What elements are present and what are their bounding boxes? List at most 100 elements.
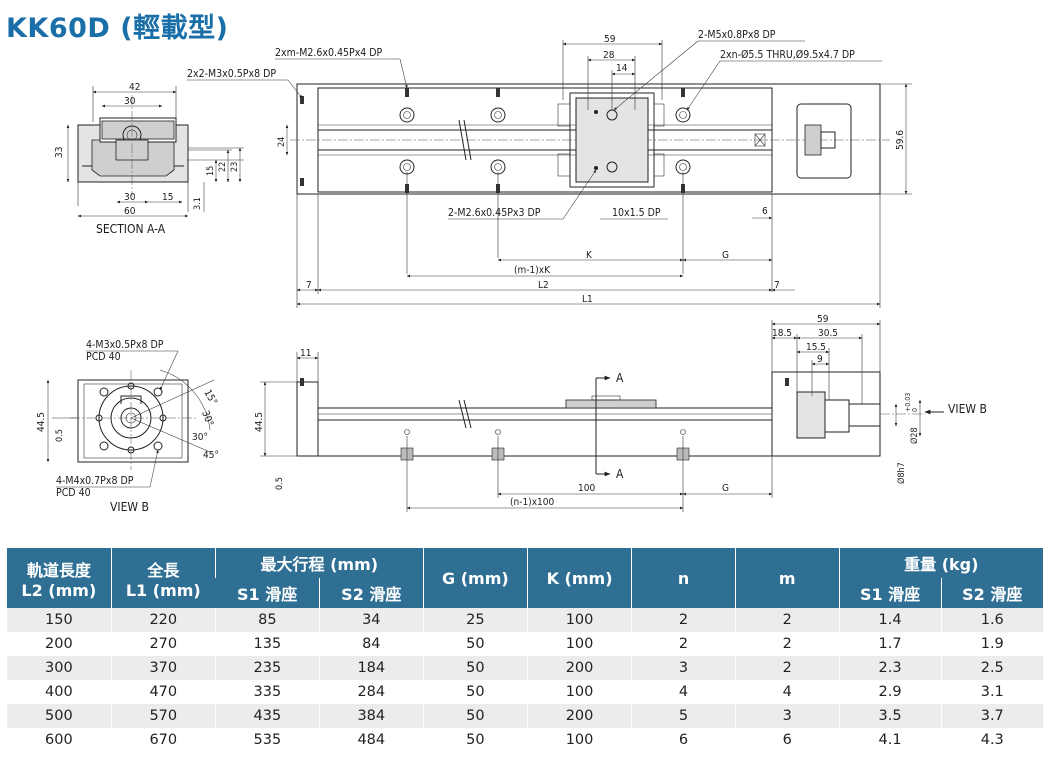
dim-6: 6 <box>762 206 768 217</box>
cell-l2: 300 <box>7 656 112 680</box>
cell-k: 100 <box>526 728 632 752</box>
table-row: 150 220 85 34 25 100 2 2 1.4 1.6 <box>7 608 1043 632</box>
dim-15: 15 <box>206 166 216 176</box>
cell-weight-s1: 4.1 <box>838 728 942 752</box>
callout-m4-view-b: 4-M4x0.7Px8 DP <box>56 475 134 487</box>
dim-14: 14 <box>616 63 628 74</box>
dim-mk: (m-1)xK <box>514 265 551 276</box>
header-stroke-s2: S2 滑座 <box>318 578 424 608</box>
table-body: 150 220 85 34 25 100 2 2 1.4 1.6 200 270… <box>7 608 1043 752</box>
cell-l2: 150 <box>7 608 112 632</box>
cell-g: 50 <box>422 680 528 704</box>
dim-7-left: 7 <box>306 280 312 291</box>
header-stroke-s1: S1 滑座 <box>215 578 320 608</box>
dim-59-side: 59 <box>817 314 829 325</box>
cell-g: 50 <box>422 656 528 680</box>
cell-l2: 600 <box>7 728 112 752</box>
dim-42: 42 <box>129 82 140 93</box>
cell-stroke-s2: 84 <box>318 632 424 656</box>
dim-100: 100 <box>578 483 595 494</box>
dim-44-5-view-b: 44.5 <box>36 412 47 432</box>
dim-24: 24 <box>277 137 287 147</box>
cell-l2: 500 <box>7 704 112 728</box>
cell-m: 3 <box>734 704 840 728</box>
dim-59-top: 59 <box>604 34 616 45</box>
angle-30b: 30° <box>192 432 208 443</box>
cell-n: 6 <box>631 728 736 752</box>
cell-weight-s2: 3.7 <box>940 704 1043 728</box>
view-b: 15° 30° 30° 45° 44.5 0.5 4-M3x0.5Px8 DP … <box>36 339 219 514</box>
cell-stroke-s2: 284 <box>318 680 424 704</box>
dim-18-5: 18.5 <box>772 328 792 339</box>
cell-l2: 200 <box>7 632 112 656</box>
dim-30-5: 30.5 <box>818 328 838 339</box>
dim-22: 22 <box>218 162 228 172</box>
cell-weight-s2: 2.5 <box>940 656 1043 680</box>
dim-28-top: 28 <box>603 50 615 61</box>
cell-weight-s1: 1.4 <box>838 608 942 632</box>
specification-table: 軌道長度 L2 (mm) 全長 L1 (mm) 最大行程 (mm) G (mm)… <box>7 548 1043 752</box>
header-weight-s1: S1 滑座 <box>838 578 942 608</box>
cell-stroke-s2: 484 <box>318 728 424 752</box>
page-title: KK60D (輕載型) <box>6 13 229 44</box>
dim-3-1: 3.1 <box>193 197 203 210</box>
cell-k: 200 <box>526 704 632 728</box>
dim-g-top: G <box>722 250 729 261</box>
cell-n: 5 <box>631 704 736 728</box>
callout-depth: 10x1.5 DP <box>612 207 661 219</box>
callout-m3-view-b: 4-M3x0.5Px8 DP <box>86 339 164 351</box>
table-row: 500 570 435 384 50 200 5 3 3.5 3.7 <box>7 704 1043 728</box>
header-l2-line1: 軌道長度 <box>26 560 91 580</box>
cell-l1: 370 <box>110 656 216 680</box>
dim-60: 60 <box>124 206 136 217</box>
cell-g: 50 <box>422 728 528 752</box>
pcd-top: PCD 40 <box>86 351 121 363</box>
top-view: 59 28 14 59.6 24 2xm-M2.6x0.45Px4 DP 2x2… <box>187 29 912 308</box>
cell-k: 200 <box>526 656 632 680</box>
table-row: 600 670 535 484 50 100 6 6 4.1 4.3 <box>7 728 1043 752</box>
dim-30-top: 30 <box>124 96 136 107</box>
cell-m: 4 <box>734 680 840 704</box>
dim-g-side: G <box>722 483 729 494</box>
cell-l2: 400 <box>7 680 112 704</box>
cell-stroke-s2: 384 <box>318 704 424 728</box>
angle-15: 15° <box>201 388 219 407</box>
callout-m26-top: 2xm-M2.6x0.45Px4 DP <box>275 47 383 59</box>
cell-l1: 570 <box>110 704 216 728</box>
view-b-arrow-label: VIEW B <box>948 402 987 416</box>
cell-m: 2 <box>734 632 840 656</box>
cell-l1: 470 <box>110 680 216 704</box>
cell-m: 6 <box>734 728 840 752</box>
cell-stroke-s1: 535 <box>214 728 320 752</box>
cell-n: 3 <box>631 656 736 680</box>
dim-8h7: Ø8h7 <box>896 462 907 484</box>
cell-k: 100 <box>526 632 632 656</box>
header-l2: 軌道長度 L2 (mm) <box>7 548 112 608</box>
section-a-a-caption: SECTION A-A <box>96 222 166 236</box>
header-l1: 全長 L1 (mm) <box>110 548 216 608</box>
callout-m3-section: 2x2-M3x0.5Px8 DP <box>187 68 276 80</box>
dim-l1: L1 <box>582 294 593 305</box>
section-a-top: A <box>616 371 624 385</box>
callout-m26-bottom: 2-M2.6x0.45Px3 DP <box>448 207 541 219</box>
table-row: 400 470 335 284 50 100 4 4 2.9 3.1 <box>7 680 1043 704</box>
dim-0-5-side: 0.5 <box>275 477 285 490</box>
header-k: K (mm) <box>526 548 632 608</box>
dim-30-bottom: 30 <box>124 192 136 203</box>
cell-l1: 670 <box>110 728 216 752</box>
tolerance-bottom: 0 <box>911 408 919 412</box>
dim-59-6: 59.6 <box>895 130 906 150</box>
cell-l1: 270 <box>110 632 216 656</box>
cell-g: 50 <box>422 632 528 656</box>
view-b-caption: VIEW B <box>110 500 149 514</box>
dim-l2: L2 <box>538 280 549 291</box>
cell-weight-s2: 3.1 <box>940 680 1043 704</box>
cell-m: 2 <box>734 656 840 680</box>
pcd-bottom: PCD 40 <box>56 487 91 499</box>
side-view: 11 59 18.5 30.5 15.5 9 44.5 0.5 100 G (n… <box>254 314 987 512</box>
cell-stroke-s1: 85 <box>214 608 320 632</box>
header-l1-line1: 全長 <box>147 560 180 580</box>
dim-15-5: 15.5 <box>806 342 826 353</box>
cell-n: 2 <box>631 608 736 632</box>
tolerance-top: +0.03 <box>904 393 912 412</box>
